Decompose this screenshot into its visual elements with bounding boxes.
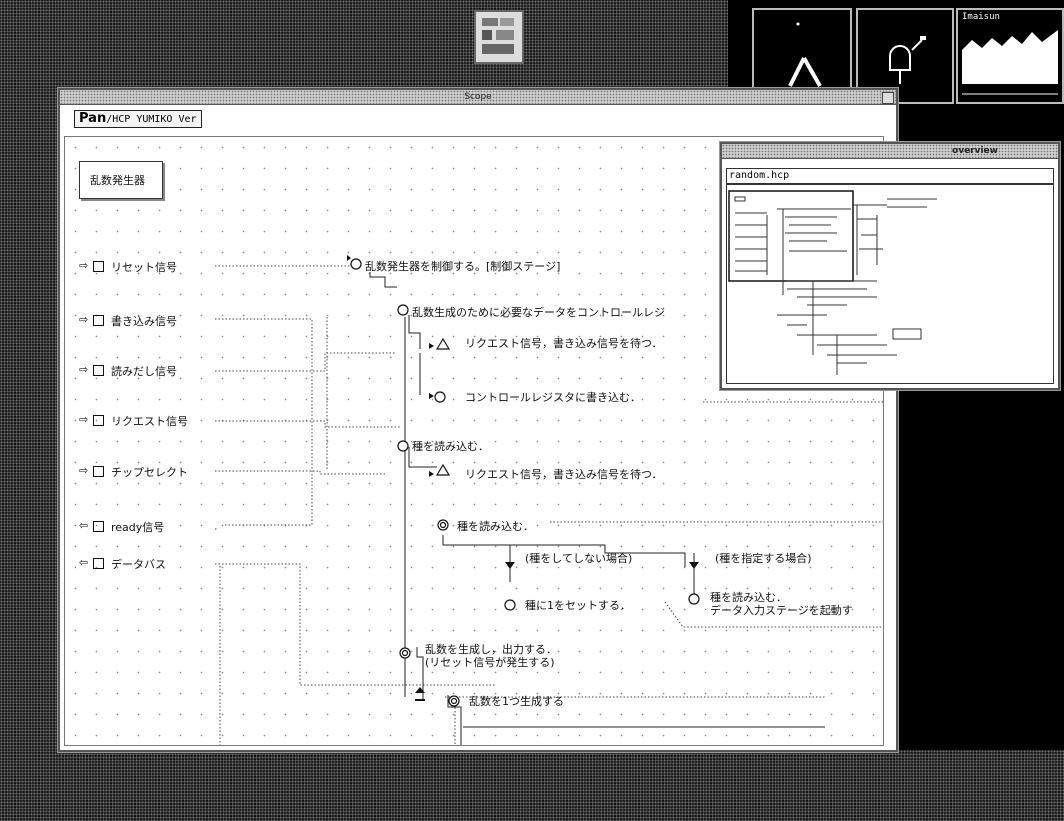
node-label[interactable]: 乱数を生成し，出力する． [425, 643, 557, 656]
port-icon: ⇨ [79, 363, 89, 376]
main-window[interactable]: Scope Pan/HCP YUMIKO Ver [58, 88, 898, 752]
diagram-wires [215, 255, 883, 745]
signal-label: ready信号 [111, 521, 165, 534]
signal-label: リクエスト信号 [111, 415, 188, 428]
overview-window-titlebar[interactable]: overview [722, 144, 1058, 159]
load-monitor-icon[interactable]: Imaisun [956, 8, 1064, 104]
app-name: Pan [79, 111, 107, 126]
load-graph-icon [962, 30, 1058, 95]
node-label[interactable]: (種をしてしない場合) [525, 552, 633, 565]
node-label[interactable]: 乱数発生器を制御する。[制御ステージ] [365, 260, 561, 273]
overview-filename-bar: random.hcp [726, 168, 1054, 184]
mailbox-graphic-icon [889, 36, 926, 84]
port-box-icon [93, 365, 104, 376]
node-label[interactable]: 種を読み込む． [710, 591, 787, 604]
port-box-icon [93, 315, 104, 326]
overview-window-title: overview [952, 146, 998, 156]
port-icon: ⇨ [79, 259, 89, 272]
node-label[interactable]: 乱数生成のために必要なデータをコントロールレジ [412, 306, 665, 319]
node-label[interactable]: 種に1をセットする． [525, 599, 631, 612]
port-icon: ⇨ [79, 464, 89, 477]
window-icon[interactable] [474, 10, 524, 64]
port-box-icon [93, 415, 104, 426]
port-box-icon [93, 558, 104, 569]
signal-label: データバス [111, 558, 166, 571]
node-label[interactable]: データ入力ステージを起動す [710, 604, 853, 617]
window-icon-graphic [482, 18, 514, 54]
module-title: 乱数発生器 [90, 174, 145, 187]
port-icon: ⇦ [79, 519, 89, 532]
module-title-box[interactable]: 乱数発生器 [79, 161, 163, 199]
overview-filename: random.hcp [729, 170, 790, 181]
signal-label: 読みだし信号 [111, 365, 177, 378]
app-label: Pan/HCP YUMIKO Ver [74, 110, 202, 128]
port-box-icon [93, 261, 104, 272]
node-label[interactable]: コントロールレジスタに書き込む． [465, 391, 641, 404]
node-label[interactable]: (リセット信号が発生する) [425, 656, 555, 669]
overview-window[interactable]: overview random.hcp [720, 142, 1060, 390]
main-window-titlebar[interactable]: Scope [60, 90, 896, 105]
app-version: /HCP YUMIKO Ver [106, 114, 197, 125]
clock-hands-icon [788, 22, 822, 87]
port-icon: ⇨ [79, 413, 89, 426]
overview-thumbnail [728, 190, 937, 375]
node-label[interactable]: リクエスト信号，書き込み信号を待つ． [465, 468, 663, 481]
node-label[interactable]: 種を読み込む． [457, 520, 534, 533]
node-label[interactable]: 種を読み込む． [412, 440, 489, 453]
overview-canvas[interactable] [726, 184, 1054, 384]
signal-label: リセット信号 [111, 261, 177, 274]
node-label[interactable]: リクエスト信号，書き込み信号を待つ． [465, 337, 663, 350]
port-box-icon [93, 466, 104, 477]
port-icon: ⇦ [79, 556, 89, 569]
signal-label: 書き込み信号 [111, 315, 177, 328]
titlebar-close-icon[interactable] [882, 92, 894, 104]
port-box-icon [93, 521, 104, 532]
main-window-title: Scope [464, 92, 492, 102]
node-label[interactable]: (種を指定する場合) [715, 552, 812, 565]
load-monitor-label: Imaisun [962, 12, 1000, 22]
port-icon: ⇨ [79, 313, 89, 326]
signal-label: チップセレクト [111, 466, 188, 479]
node-label[interactable]: 乱数を1つ生成する [469, 695, 564, 708]
